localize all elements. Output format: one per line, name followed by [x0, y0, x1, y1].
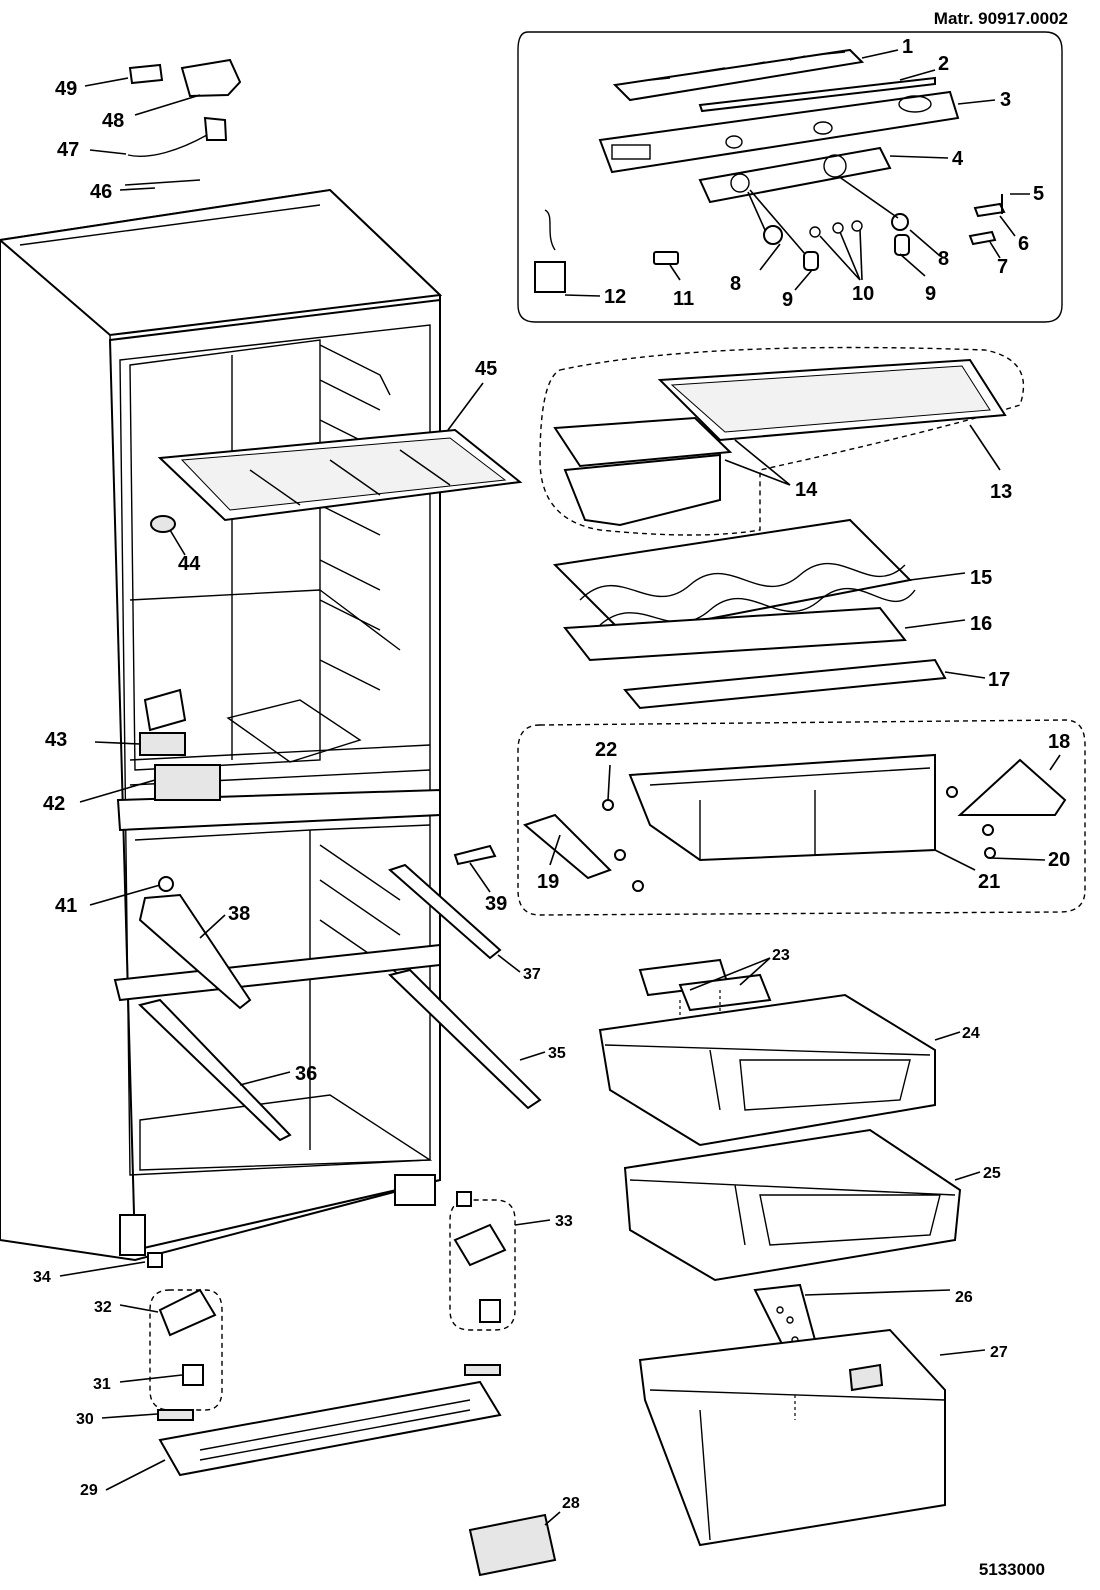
electrical-parts: [84, 58, 242, 191]
callout-12: 12: [604, 286, 626, 308]
callout-16: 16: [970, 613, 992, 635]
callout-10: 10: [852, 283, 874, 305]
callout-8a: 8: [730, 273, 741, 295]
callout-18: 18: [1048, 731, 1070, 753]
callout-15: 15: [970, 567, 992, 589]
callout-17: 17: [988, 669, 1010, 691]
callout-33: 33: [555, 1213, 573, 1230]
callout-39: 39: [485, 893, 507, 915]
callout-6: 6: [1018, 233, 1029, 255]
callout-37: 37: [523, 966, 541, 983]
cabinet: [0, 188, 546, 1262]
callout-23: 23: [772, 947, 790, 964]
callout-46: 46: [90, 181, 112, 203]
callout-32: 32: [94, 1299, 112, 1316]
material-number: Matr. 90917.0002: [934, 9, 1068, 28]
base-parts: [59, 1191, 551, 1491]
callout-26: 26: [955, 1289, 973, 1306]
callout-41: 41: [55, 895, 77, 917]
callout-30: 30: [76, 1411, 94, 1428]
callout-45: 45: [475, 358, 497, 380]
callout-43: 43: [45, 729, 67, 751]
callout-34: 34: [33, 1269, 51, 1286]
callout-8b: 8: [938, 248, 949, 270]
callout-11: 11: [673, 288, 694, 310]
callout-21: 21: [978, 871, 1000, 893]
callout-9a: 9: [782, 289, 793, 311]
drawer-parts: [468, 346, 1086, 1577]
callout-31: 31: [93, 1376, 111, 1393]
callout-20: 20: [1048, 849, 1070, 871]
callout-14: 14: [795, 479, 818, 501]
callout-1: 1: [902, 36, 913, 58]
callout-7: 7: [997, 256, 1008, 278]
callout-49: 49: [55, 78, 77, 100]
callout-13: 13: [990, 481, 1012, 503]
callout-44: 44: [178, 553, 201, 575]
callout-38: 38: [228, 903, 250, 925]
callout-labels: 1 2 3 4 5 6 7 8 8 9 9 10 11 12 13 14 15 …: [33, 36, 1070, 1512]
callout-27: 27: [990, 1344, 1008, 1361]
callout-4: 4: [952, 148, 964, 170]
control-panel-group: [517, 31, 1063, 323]
callout-48: 48: [102, 110, 124, 132]
callout-42: 42: [43, 793, 65, 815]
callout-35: 35: [548, 1045, 566, 1062]
callout-9b: 9: [925, 283, 936, 305]
callout-22: 22: [595, 739, 617, 761]
callout-47: 47: [57, 139, 79, 161]
callout-2: 2: [938, 53, 949, 75]
callout-3: 3: [1000, 89, 1011, 111]
callout-19: 19: [537, 871, 559, 893]
callout-36: 36: [295, 1063, 317, 1085]
callout-5: 5: [1033, 183, 1044, 205]
callout-25: 25: [983, 1165, 1001, 1182]
callout-24: 24: [962, 1025, 980, 1042]
drawing-code: 5133000: [979, 1560, 1045, 1579]
callout-28: 28: [562, 1495, 580, 1512]
callout-29: 29: [80, 1482, 98, 1499]
